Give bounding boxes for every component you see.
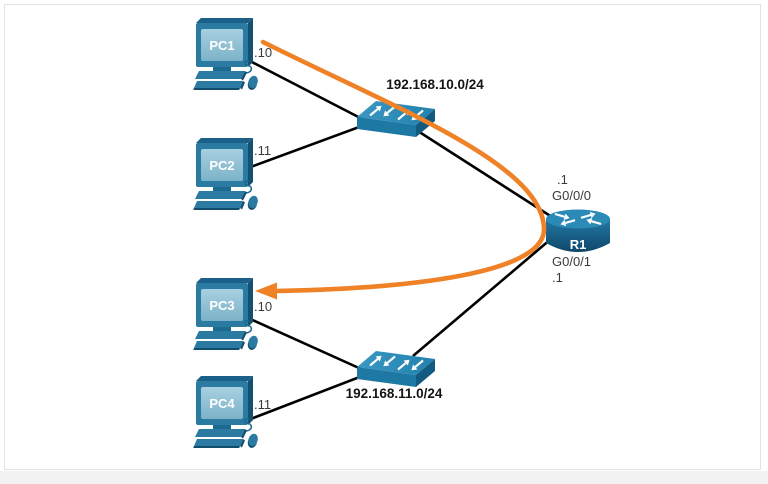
footer-strip: [0, 471, 768, 484]
link-pc3-switch2: [247, 316, 371, 375]
link-pc2-switch1: [247, 121, 371, 170]
router-r1-label: R1: [570, 237, 587, 252]
pc2-label: PC2: [209, 158, 234, 173]
pc4-host-addr: .11: [254, 397, 271, 412]
switch2-icon: [357, 351, 435, 387]
link-pc1-switch1: [247, 58, 371, 125]
figure-frame: [4, 4, 761, 470]
pc4-icon: [192, 375, 261, 450]
router-g000-addr: .1: [557, 172, 568, 187]
network-label-lan-bottom: 192.168.11.0/24: [346, 386, 443, 401]
pc2-icon: [192, 137, 261, 212]
link-pc4-switch2: [247, 371, 371, 422]
flow-arrow: [255, 39, 547, 300]
pc1-host-addr: .10: [254, 45, 272, 60]
pc1-icon: [192, 17, 261, 92]
pc3-icon: [192, 277, 261, 352]
flow-arrowhead: [255, 282, 277, 300]
router-g001-label: G0/0/1: [552, 254, 591, 269]
pc1-label: PC1: [209, 38, 234, 53]
router-g000-label: G0/0/0: [552, 188, 591, 203]
pc2-host-addr: .11: [254, 143, 271, 158]
link-router-switch2: [412, 232, 559, 357]
flow-arrow-path: [260, 39, 547, 294]
pc4-label: PC4: [209, 396, 235, 411]
pc3-host-addr: .10: [254, 299, 272, 314]
router-g001-addr: .1: [552, 270, 563, 285]
network-label-lan-top: 192.168.10.0/24: [386, 77, 484, 92]
pc3-label: PC3: [209, 298, 234, 313]
link-switch1-router: [409, 124, 567, 228]
